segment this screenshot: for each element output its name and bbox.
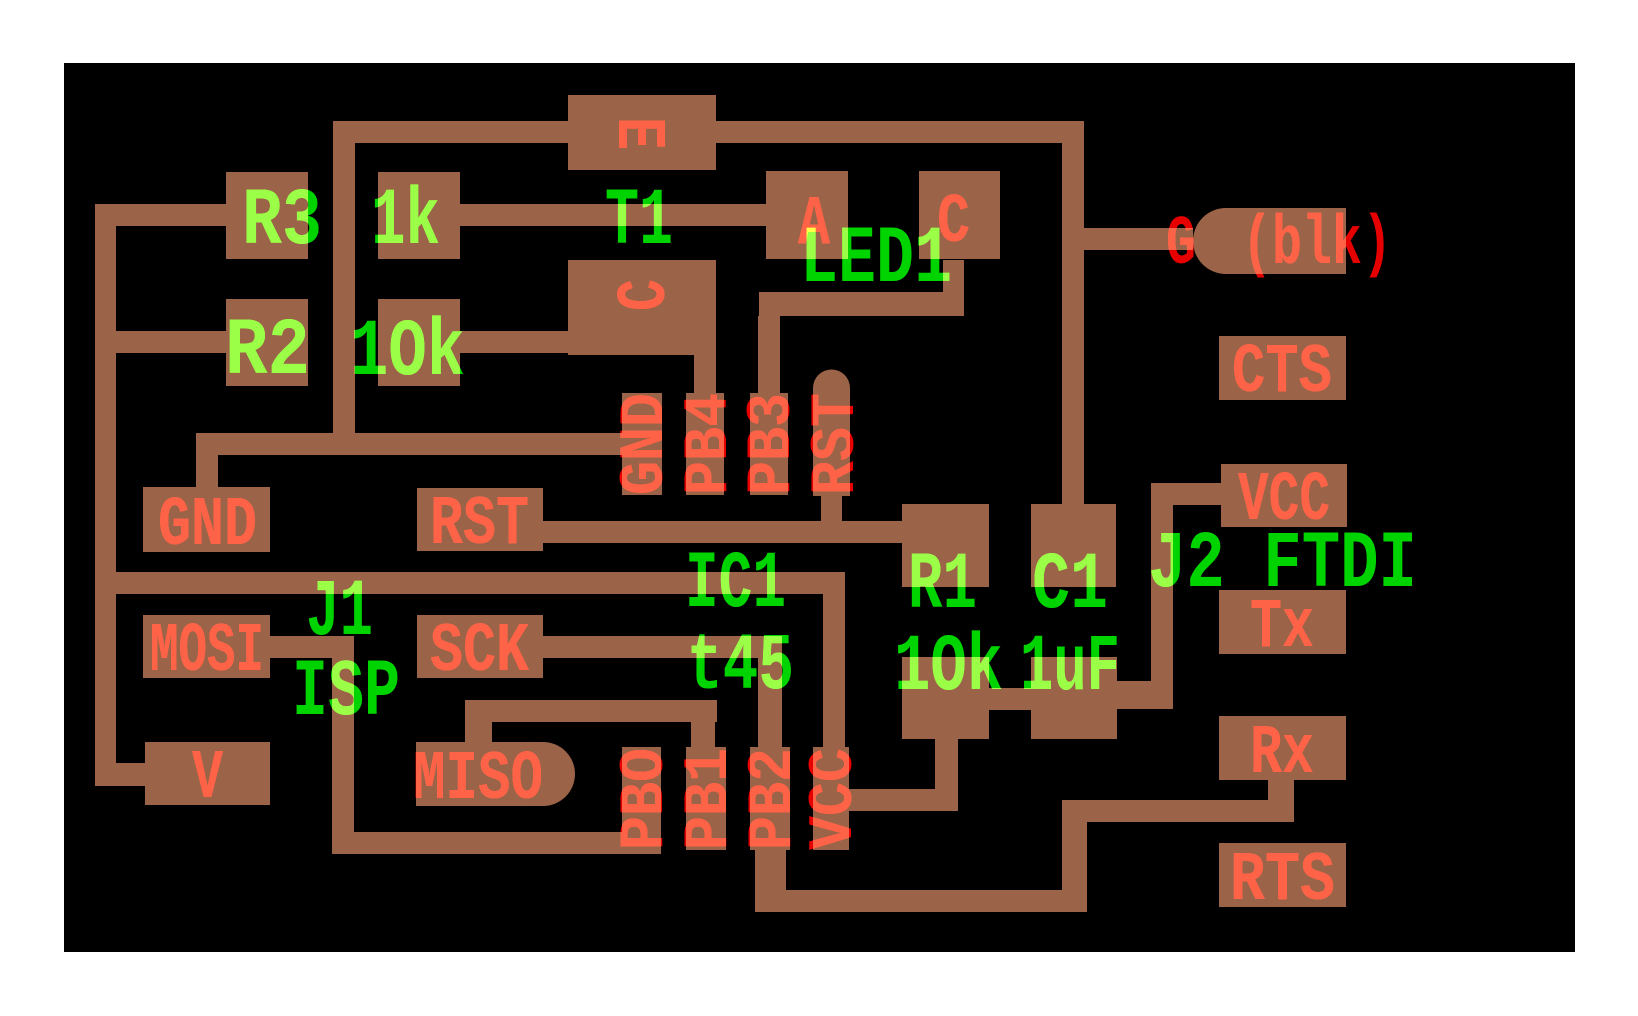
svg-text:J1: J1	[306, 568, 373, 659]
svg-text:MOSI: MOSI	[150, 613, 264, 692]
svg-text:C1: C1	[1032, 541, 1108, 632]
svg-text:t45: t45	[687, 622, 794, 713]
svg-text:PB1: PB1	[674, 748, 745, 850]
svg-text:R3: R3	[242, 177, 322, 268]
svg-text:T1: T1	[605, 177, 673, 268]
svg-text:PB2: PB2	[738, 748, 809, 850]
svg-text:C: C	[607, 279, 686, 311]
svg-text:PB4: PB4	[674, 393, 745, 495]
svg-text:VCC: VCC	[799, 748, 870, 850]
svg-text:PBO: PBO	[610, 748, 681, 850]
svg-text:1k: 1k	[371, 177, 440, 268]
svg-text:1uF: 1uF	[1020, 623, 1120, 714]
svg-text:Rx: Rx	[1250, 715, 1314, 794]
svg-text:R2: R2	[225, 307, 310, 398]
svg-text:RST: RST	[430, 486, 529, 565]
svg-text:RTS: RTS	[1230, 842, 1335, 921]
svg-text:E: E	[597, 117, 676, 150]
svg-text:VCC: VCC	[1238, 462, 1330, 541]
svg-text:LED1: LED1	[800, 215, 952, 306]
svg-text:ISP: ISP	[292, 648, 400, 739]
svg-text:SCK: SCK	[430, 613, 529, 692]
svg-text:MISO: MISO	[413, 741, 543, 820]
svg-text:GND: GND	[610, 393, 681, 495]
svg-text:Tx: Tx	[1250, 589, 1314, 668]
svg-text:R1: R1	[908, 541, 977, 632]
svg-text:RST: RST	[801, 393, 872, 495]
svg-text:PB3: PB3	[737, 393, 808, 495]
svg-text:J2 FTDI: J2 FTDI	[1148, 520, 1417, 611]
svg-text:V: V	[192, 740, 223, 819]
svg-text:G: G	[1166, 206, 1196, 285]
svg-text:(blk): (blk)	[1242, 206, 1392, 285]
svg-text:C: C	[937, 184, 970, 263]
svg-text:IC1: IC1	[685, 540, 786, 631]
svg-text:GND: GND	[158, 487, 257, 566]
svg-text:1Ok: 1Ok	[894, 623, 1003, 714]
svg-text:CTS: CTS	[1232, 334, 1332, 413]
svg-text:A: A	[798, 186, 830, 265]
svg-text:1Ok: 1Ok	[350, 308, 465, 399]
